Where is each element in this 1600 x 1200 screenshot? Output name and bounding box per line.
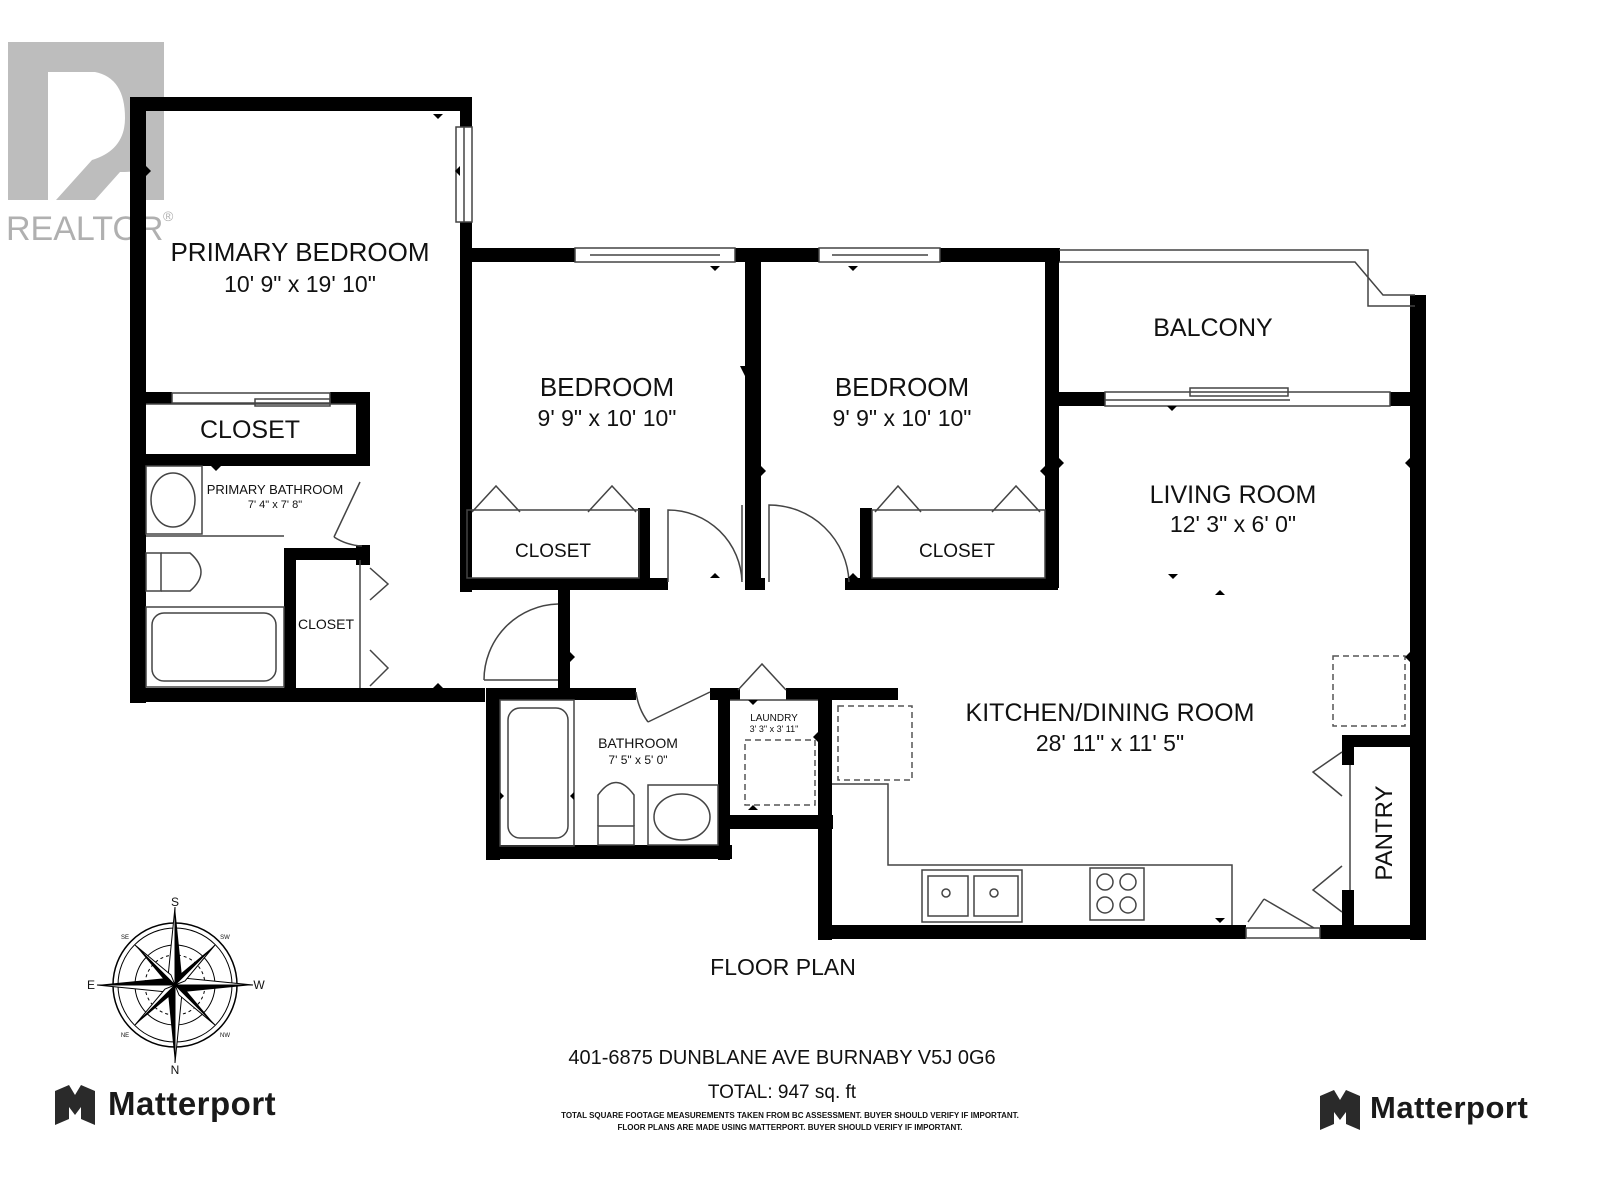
compass-e: E bbox=[87, 978, 95, 992]
kitchen-dims: 28' 11" x 11' 5" bbox=[1036, 730, 1184, 756]
primary-bathroom-dims: 7' 4" x 7' 8" bbox=[248, 499, 302, 511]
room-labels: PRIMARY BEDROOM 10' 9" x 19' 10" BEDROOM… bbox=[170, 237, 1398, 980]
disclaimer-line-1: TOTAL SQUARE FOOTAGE MEASUREMENTS TAKEN … bbox=[561, 1111, 1019, 1120]
pantry-name: PANTRY bbox=[1371, 785, 1398, 880]
kitchen-name: KITCHEN/DINING ROOM bbox=[966, 699, 1255, 727]
walls bbox=[130, 97, 1426, 940]
realtor-watermark: REALTOR ® bbox=[6, 42, 174, 248]
matterport-brand-right-text: Matterport bbox=[1370, 1090, 1529, 1125]
compass-w: W bbox=[253, 978, 265, 992]
compass-s: S bbox=[171, 895, 179, 909]
balcony-name: BALCONY bbox=[1153, 314, 1273, 342]
realtor-logo-shape bbox=[8, 42, 164, 200]
compass-ne: NE bbox=[121, 1033, 129, 1039]
laundry-name: LAUNDRY bbox=[750, 713, 798, 724]
fine-lines bbox=[145, 126, 1415, 939]
bathroom-name: BATHROOM bbox=[598, 735, 678, 751]
closet-a-name: CLOSET bbox=[515, 541, 591, 562]
total-square-footage: TOTAL: 947 sq. ft bbox=[707, 1082, 857, 1103]
compass-n: N bbox=[171, 1063, 180, 1077]
bedroom-a-dims: 9' 9" x 10' 10" bbox=[538, 405, 677, 431]
compass-sw: SW bbox=[220, 935, 230, 941]
primary-bedroom-dims: 10' 9" x 19' 10" bbox=[224, 271, 376, 297]
floor-plan-title: FLOOR PLAN bbox=[710, 954, 856, 980]
closet-small-name: CLOSET bbox=[298, 616, 354, 632]
bathroom-dims: 7' 5" x 5' 0" bbox=[608, 753, 667, 767]
matterport-brand-right: Matterport bbox=[1370, 1090, 1528, 1126]
registered-mark: ® bbox=[163, 208, 174, 224]
closet-b-name: CLOSET bbox=[919, 541, 995, 562]
disclaimer-line-2: FLOOR PLANS ARE MADE USING MATTERPORT. B… bbox=[617, 1123, 963, 1132]
matterport-brand-left: Matterport bbox=[108, 1085, 276, 1123]
compass-nw: NW bbox=[220, 1033, 230, 1039]
bedroom-b-name: BEDROOM bbox=[835, 372, 969, 402]
closet-primary-name: CLOSET bbox=[200, 416, 300, 444]
compass-se: SE bbox=[121, 935, 129, 941]
laundry-dims: 3' 3" x 3' 11" bbox=[750, 724, 799, 734]
dimension-markers bbox=[146, 114, 1410, 923]
primary-bedroom-name: PRIMARY BEDROOM bbox=[170, 237, 429, 267]
living-room-dims: 12' 3" x 6' 0" bbox=[1170, 511, 1296, 537]
matterport-logo-icon-left bbox=[55, 1085, 95, 1125]
matterport-brand-left-text: Matterport bbox=[108, 1085, 277, 1122]
living-room-name: LIVING ROOM bbox=[1150, 481, 1317, 509]
compass-rose: S N E W SE SW NE NW bbox=[87, 895, 265, 1077]
primary-bathroom-name: PRIMARY BATHROOM bbox=[207, 482, 344, 497]
matterport-logo-icon-right bbox=[1320, 1090, 1360, 1130]
bedroom-a-name: BEDROOM bbox=[540, 372, 674, 402]
property-address: 401-6875 DUNBLANE AVE BURNABY V5J 0G6 bbox=[568, 1047, 996, 1069]
bedroom-b-dims: 9' 9" x 10' 10" bbox=[833, 405, 972, 431]
